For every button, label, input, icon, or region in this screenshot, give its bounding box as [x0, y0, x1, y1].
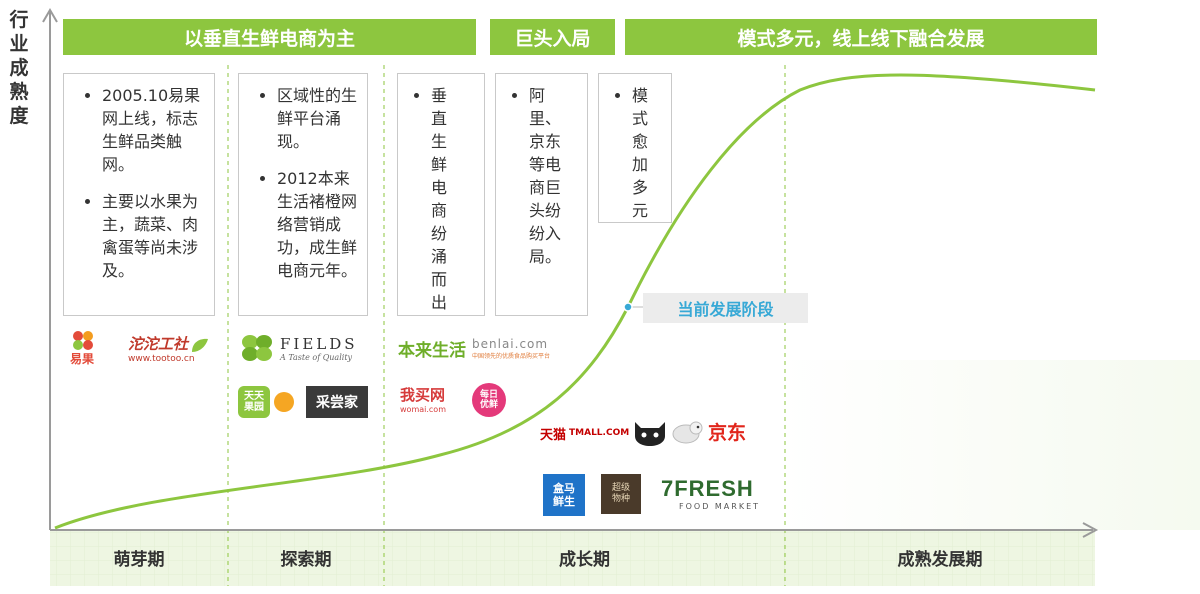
stage-box-sprout: 2005.10易果网上线，标志生鲜品类触网。 主要以水果为主，蔬菜、肉禽蛋等尚未…: [63, 73, 215, 316]
banner-vertical-ecommerce: 以垂直生鲜电商为主: [63, 19, 476, 55]
current-stage-marker: [623, 302, 633, 312]
womai-logo-text: 我买网: [400, 386, 446, 404]
current-stage-label: 当前发展阶段: [643, 293, 808, 323]
stage-box-giants: 阿里、京东等电商巨头纷纷入局。: [495, 73, 588, 316]
logo-womai: 我买网 womai.com: [400, 384, 446, 414]
logo-tmall: 天猫 TMALL.COM: [540, 418, 667, 448]
logo-tiantian: 天天果园: [238, 386, 294, 418]
logo-jd: 京东: [670, 418, 746, 445]
tootoo-leaf-icon: [192, 338, 209, 352]
stage-box-explore: 区域性的生鲜平台涌现。 2012本来生活褚橙网络营销成功，成生鲜电商元年。: [238, 73, 368, 316]
phase-label-sprout: 萌芽期: [113, 549, 165, 570]
tiantian-logo-text: 天天果园: [238, 386, 270, 418]
stage-box-vertical: 垂直生鲜电商纷涌而出: [397, 73, 485, 316]
stage-box-bullet: 阿里、京东等电商巨头纷纷入局。: [529, 84, 565, 268]
logo-yiguo: 易果: [70, 330, 96, 367]
fields-tagline: A Taste of Quality: [280, 352, 353, 362]
y-axis-label: 行业成熟度: [9, 9, 29, 127]
stage-box-bullet: 2012本来生活褚橙网络营销成功，成生鲜电商元年。: [277, 167, 359, 282]
logo-caishangjia: 采尝家: [306, 386, 368, 418]
logo-7fresh: 7FRESH FOOD MARKET: [661, 476, 760, 511]
meiriyouxian-logo-text: 每日优鲜: [479, 390, 498, 410]
sevenfresh-subtitle: FOOD MARKET: [679, 502, 761, 511]
fields-clover-icon: [242, 335, 272, 361]
hema-logo-text: 盒马鲜生: [553, 482, 575, 508]
yiguo-fruit-icon: [73, 331, 93, 350]
yiguo-logo-text: 易果: [70, 352, 95, 366]
caishangjia-logo-text: 采尝家: [316, 395, 358, 411]
phase-label-explore: 探索期: [280, 549, 332, 570]
fields-logo-text: FIELDS: [280, 334, 358, 353]
stage-box-bullet: 主要以水果为主，蔬菜、肉禽蛋等尚未涉及。: [102, 190, 206, 282]
tootoo-logo-text: 沱沱工社: [128, 335, 189, 353]
tmall-domain: TMALL.COM: [569, 428, 630, 438]
background-shade: [780, 360, 1200, 530]
tmall-logo-text: 天猫: [540, 427, 567, 443]
phase-label-growth: 成长期: [559, 549, 610, 570]
tootoo-url: www.tootoo.cn: [128, 354, 195, 364]
benlai-logo-text: 本来生活: [398, 341, 466, 361]
tmall-cat-icon: [635, 422, 666, 446]
logo-fields: FIELDS A Taste of Quality: [240, 333, 358, 363]
jd-dog-icon: [672, 421, 703, 443]
stage-separators: [227, 65, 786, 586]
logo-benlai: 本来生活 benlai.com 中国领先的优质食品购买平台: [398, 336, 550, 361]
jd-logo-text: 京东: [708, 422, 747, 444]
logo-meiriyouxian: 每日优鲜: [472, 383, 506, 417]
banner-giants-enter: 巨头入局: [490, 19, 615, 55]
stage-box-bullet: 模式愈加多元: [632, 84, 652, 222]
superspecies-logo-text: 超级物种: [611, 483, 630, 504]
stage-box-bullet: 区域性的生鲜平台涌现。: [277, 84, 359, 153]
stage-box-diversified: 模式愈加多元: [598, 73, 672, 223]
benlai-domain: benlai.com: [472, 337, 549, 351]
stage-box-bullet: 垂直生鲜电商纷涌而出: [431, 84, 451, 314]
sevenfresh-logo-text: 7FRESH: [661, 476, 754, 501]
phase-label-mature: 成熟发展期: [897, 549, 983, 570]
logo-superspecies: 超级物种: [601, 474, 641, 514]
axes: [42, 8, 1099, 538]
logo-hema: 盒马鲜生: [543, 474, 585, 516]
stage-box-bullet: 2005.10易果网上线，标志生鲜品类触网。: [102, 84, 206, 176]
tiantian-badge-icon: [274, 392, 294, 412]
womai-domain: womai.com: [400, 405, 446, 414]
benlai-tagline: 中国领先的优质食品购买平台: [472, 353, 551, 360]
logo-tootoo: 沱沱工社 www.tootoo.cn: [128, 333, 210, 364]
phase-band-grid: [50, 530, 1095, 586]
banner-diversified-models: 模式多元，线上线下融合发展: [625, 19, 1097, 55]
